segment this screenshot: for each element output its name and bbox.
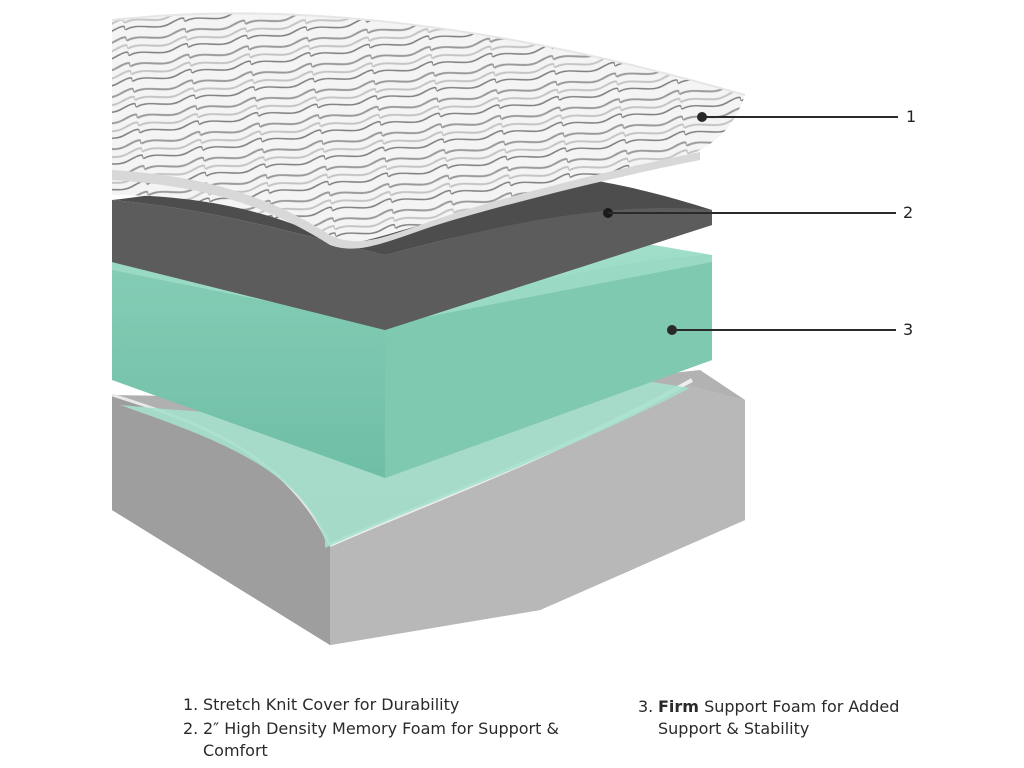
callout-2-number: 2 bbox=[903, 203, 914, 222]
legend-item-1-text: Stretch Knit Cover for Durability bbox=[203, 695, 460, 714]
legend-item-2-text: 2″ High Density Memory Foam for Support … bbox=[203, 719, 559, 760]
callout-3 bbox=[667, 325, 896, 335]
callout-1 bbox=[697, 112, 898, 122]
legend-item-3: 3. Firm Support Foam for Added Support &… bbox=[638, 696, 928, 740]
legend-item-2-number: 2. bbox=[183, 719, 199, 738]
legend-item-3-bold-text: Firm bbox=[658, 697, 699, 716]
legend-item-3-number: 3. bbox=[638, 697, 654, 716]
callout-3-number: 3 bbox=[903, 320, 914, 339]
legend-item-1-number: 1. bbox=[183, 695, 199, 714]
legend-item-2: 2. 2″ High Density Memory Foam for Suppo… bbox=[183, 718, 583, 762]
mattress-layers-illustration bbox=[111, 12, 898, 645]
callout-2 bbox=[603, 208, 896, 218]
legend-left-column: 1. Stretch Knit Cover for Durability 2. … bbox=[183, 694, 583, 764]
legend-right-column: 3. Firm Support Foam for Added Support &… bbox=[638, 696, 928, 742]
legend-item-1: 1. Stretch Knit Cover for Durability bbox=[183, 694, 583, 716]
callout-1-number: 1 bbox=[906, 107, 917, 126]
legend-item-3-text: Support Foam for Added Support & Stabili… bbox=[658, 697, 900, 738]
knit-cover-layer bbox=[111, 12, 746, 249]
